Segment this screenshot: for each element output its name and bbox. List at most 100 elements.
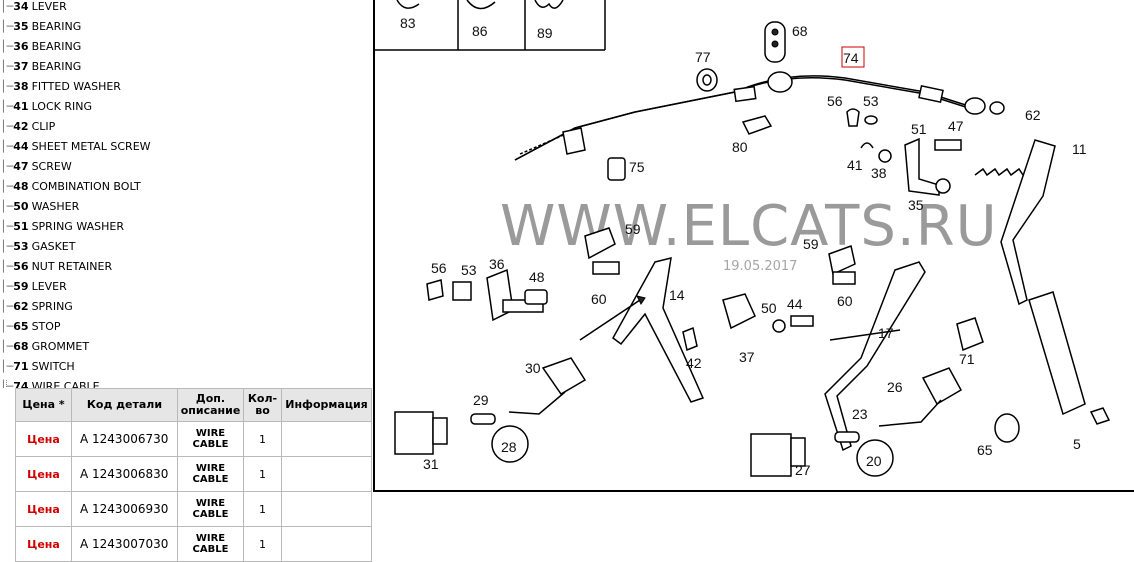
- part-label-74[interactable]: 74: [843, 50, 859, 66]
- part-label-51[interactable]: 51: [911, 121, 927, 137]
- nut-retainer-56-shape: [846, 108, 860, 127]
- col-header-desc[interactable]: Доп. описание: [177, 388, 244, 422]
- part-label-59[interactable]: 59: [625, 221, 641, 237]
- part-label-28[interactable]: 28: [501, 439, 517, 455]
- tree-connector: │─: [0, 40, 14, 53]
- tree-connector: │─: [0, 220, 14, 233]
- part-label-44[interactable]: 44: [787, 296, 803, 312]
- circle-20: [856, 439, 894, 477]
- part-label-53[interactable]: 53: [863, 93, 879, 109]
- part-label-41[interactable]: 41: [847, 157, 863, 173]
- part-label-86[interactable]: 86: [472, 23, 488, 39]
- part-label-59[interactable]: 59: [803, 236, 819, 252]
- part-label-36[interactable]: 36: [489, 256, 505, 272]
- switch-71-shape: [956, 317, 984, 352]
- part-label-14[interactable]: 14: [669, 287, 685, 303]
- part-label-17[interactable]: 17: [878, 325, 894, 341]
- price-link[interactable]: Цена: [15, 456, 72, 492]
- part-label-31[interactable]: 31: [423, 456, 439, 472]
- part-label-30[interactable]: 30: [525, 360, 541, 376]
- part-code: A 1243006730: [71, 421, 178, 457]
- part-label-27[interactable]: 27: [795, 462, 811, 478]
- part-label-62[interactable]: 62: [1025, 107, 1041, 123]
- plunger-29-shape: [470, 413, 496, 425]
- part-label-56[interactable]: 56: [431, 260, 447, 276]
- part-label-37[interactable]: 37: [739, 349, 755, 365]
- tree-connector: │─: [0, 160, 14, 173]
- part-label-23[interactable]: 23: [852, 406, 868, 422]
- highlight-box-74[interactable]: [841, 46, 865, 68]
- part-label-60[interactable]: 60: [837, 293, 853, 309]
- pedal-5-shape: [1028, 291, 1086, 416]
- tree-item-number: 47: [13, 160, 29, 173]
- part-label-53[interactable]: 53: [461, 262, 477, 278]
- part-quantity: 1: [243, 456, 282, 492]
- part-label-89[interactable]: 89: [537, 25, 553, 41]
- part-label-75[interactable]: 75: [629, 159, 645, 175]
- tree-item-number: 35: [13, 20, 29, 33]
- pedal-17-shape: [824, 261, 926, 452]
- part-label-83[interactable]: 83: [400, 15, 416, 31]
- part-label-65[interactable]: 65: [977, 442, 993, 458]
- col-header-info[interactable]: Информация: [281, 388, 372, 422]
- table-row: Цена A 1243007030 WIRE CABLE 1: [15, 526, 372, 562]
- part-info: [281, 526, 372, 562]
- part-label-11[interactable]: 11: [1072, 141, 1087, 157]
- col-header-qty[interactable]: Кол-во: [243, 388, 282, 422]
- part-label-68[interactable]: 68: [792, 23, 808, 39]
- part-label-60[interactable]: 60: [591, 291, 607, 307]
- watermark-text: WWW.ELCATS.RU: [500, 194, 998, 259]
- part-86-shape: [466, 0, 496, 10]
- part-label-5[interactable]: 5: [1073, 436, 1081, 452]
- tree-connector: │─: [0, 240, 14, 253]
- part-label-48[interactable]: 48: [529, 269, 545, 285]
- price-link[interactable]: Цена: [15, 421, 72, 457]
- part-label-20[interactable]: 20: [866, 453, 882, 469]
- part-label-50[interactable]: 50: [761, 300, 777, 316]
- clip-80-shape: [741, 115, 773, 135]
- col-header-price[interactable]: Цена *: [15, 388, 72, 422]
- diagram-canvas: WWW.ELCATS.RU 19.05.2017: [375, 0, 1111, 478]
- col-header-code[interactable]: Код детали: [71, 388, 178, 422]
- part-label-42[interactable]: 42: [686, 355, 702, 371]
- price-link[interactable]: Цена: [15, 491, 72, 527]
- part-label-77[interactable]: 77: [695, 49, 711, 65]
- part-label-29[interactable]: 29: [473, 392, 489, 408]
- part-info: [281, 421, 372, 457]
- tree-item-label: SWITCH: [31, 360, 75, 373]
- part-quantity: 1: [243, 491, 282, 527]
- screw-47-shape: [934, 139, 962, 151]
- tree-item-number: 42: [13, 120, 29, 133]
- part-label-56[interactable]: 56: [827, 93, 843, 109]
- wire-cable-assembly: [514, 71, 1005, 161]
- part-label-35[interactable]: 35: [908, 197, 924, 213]
- part-label-38[interactable]: 38: [871, 165, 887, 181]
- price-link[interactable]: Цена: [15, 526, 72, 562]
- part-label-80[interactable]: 80: [732, 139, 748, 155]
- tree-item-number: 62: [13, 300, 29, 313]
- part-label-71[interactable]: 71: [959, 351, 975, 367]
- part-label-47[interactable]: 47: [948, 118, 964, 134]
- lever-11-shape: [1000, 139, 1056, 306]
- part-label-26[interactable]: 26: [887, 379, 903, 395]
